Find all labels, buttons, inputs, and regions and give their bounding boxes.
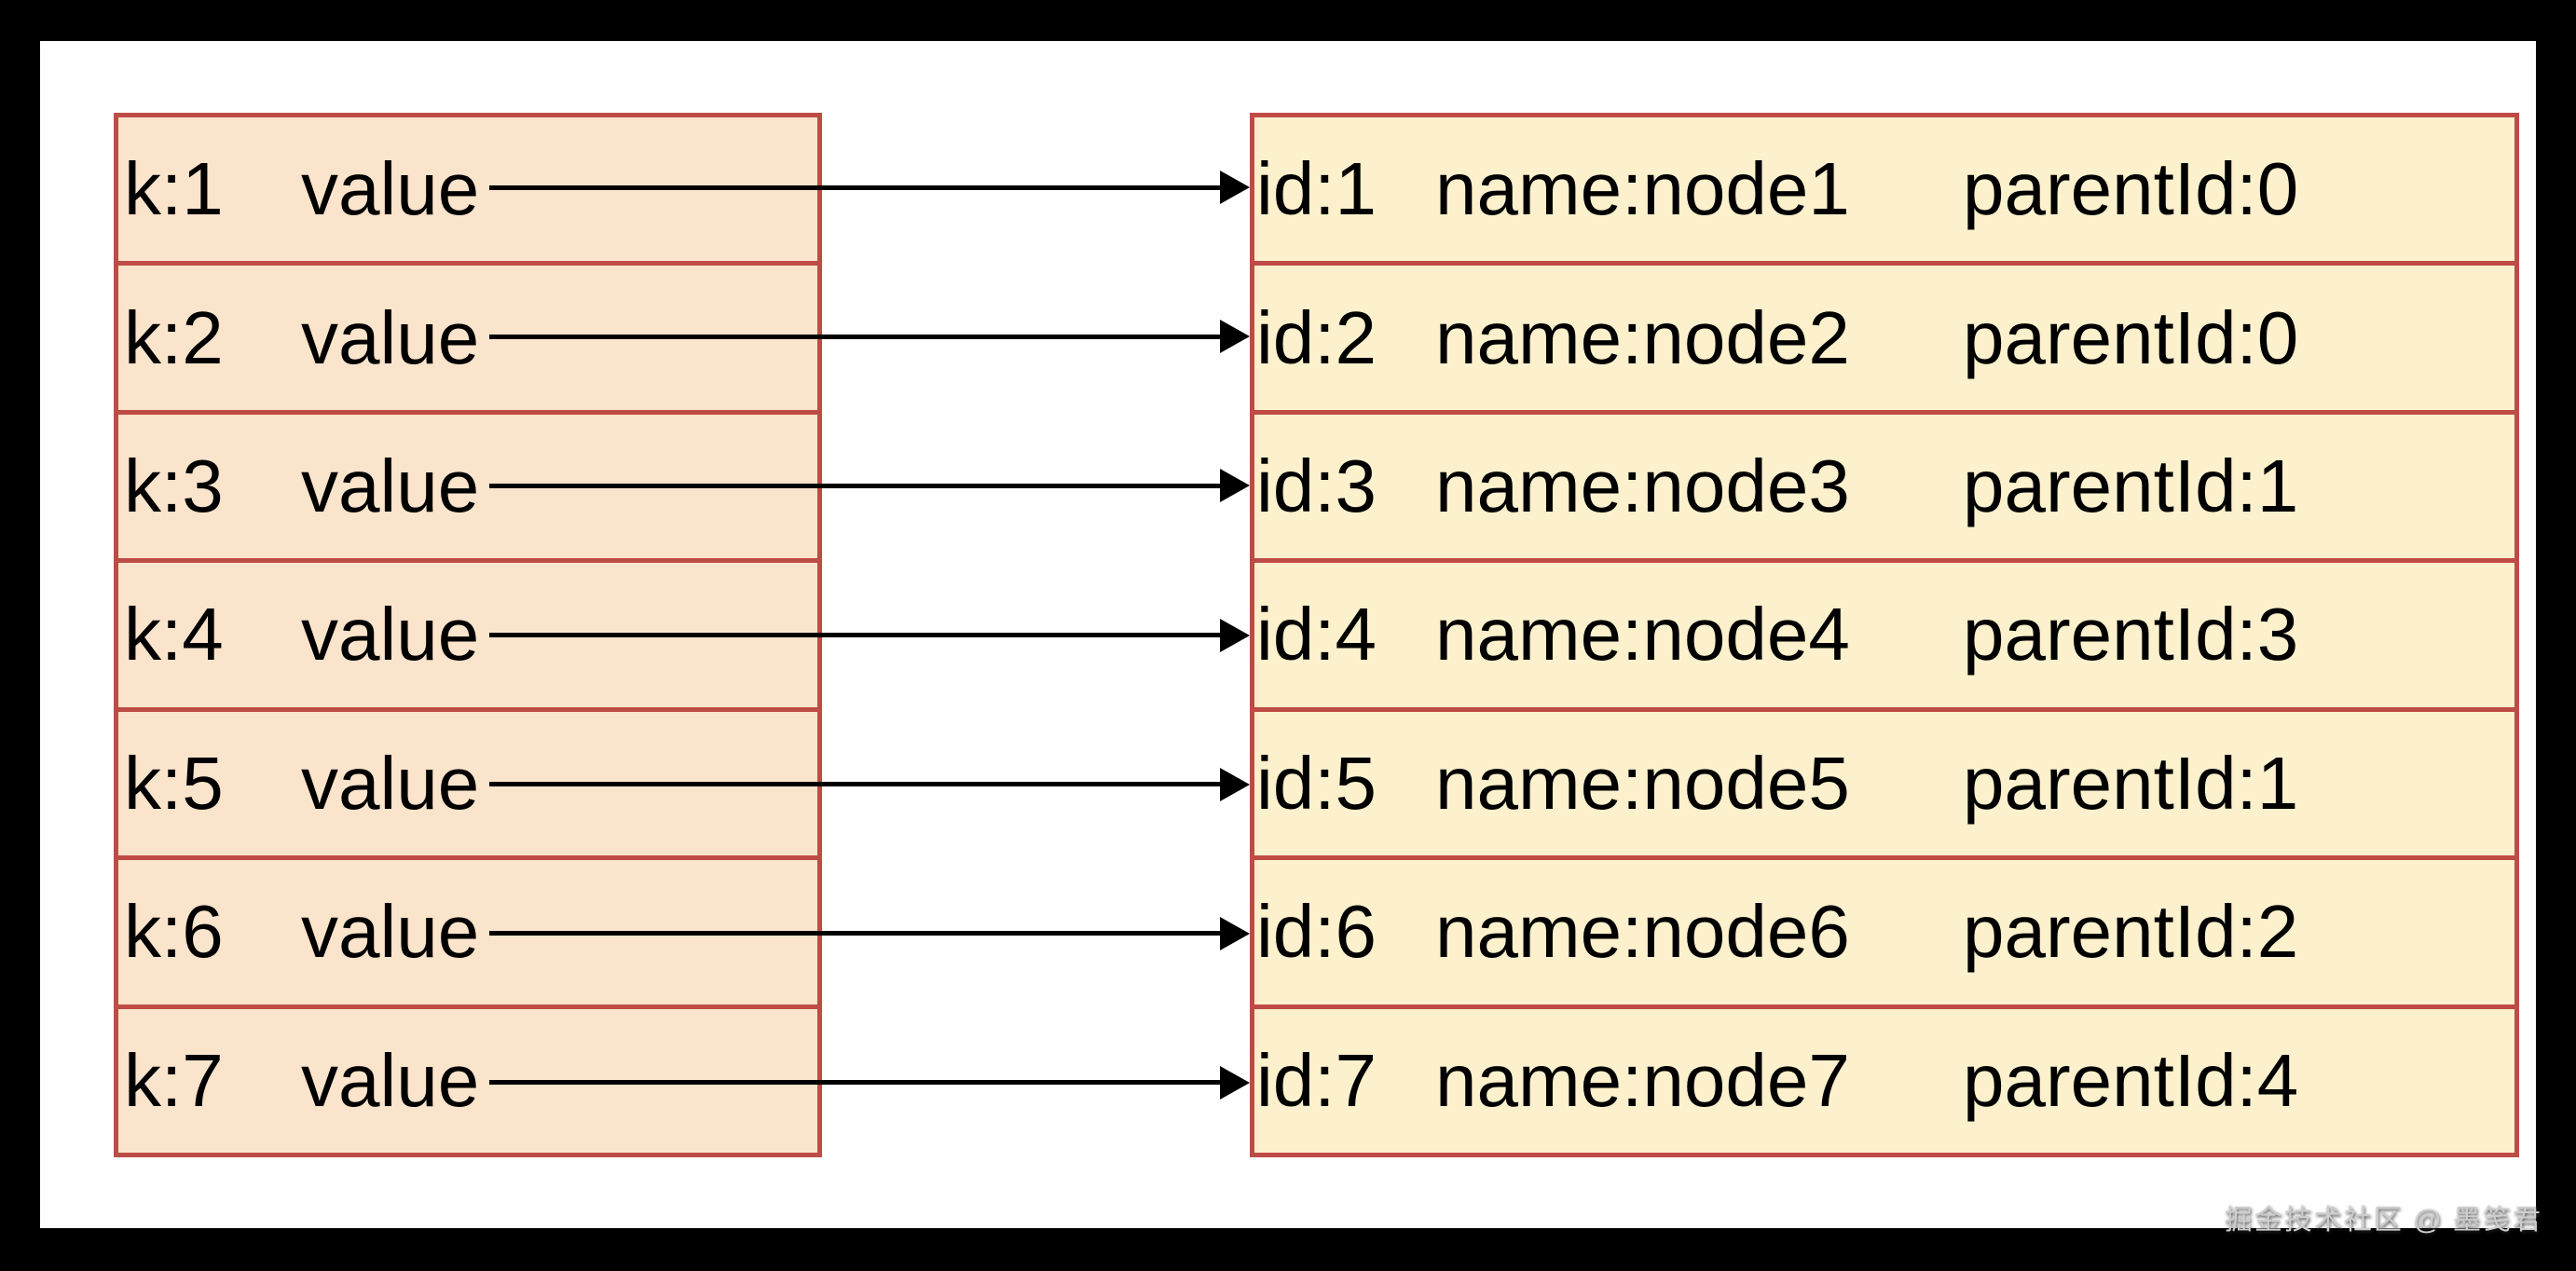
map-value-label: value bbox=[301, 741, 480, 825]
node-row: id:5 name:node5 parentId:1 bbox=[1254, 712, 2514, 861]
map-entry-row: k:1 value bbox=[118, 117, 817, 266]
node-parent-id-label: parentId:0 bbox=[1963, 295, 2299, 379]
map-value-label: value bbox=[301, 295, 480, 379]
node-id-label: id:5 bbox=[1256, 741, 1377, 825]
map-entry-row: k:3 value bbox=[118, 415, 817, 564]
node-name-label: name:node6 bbox=[1435, 890, 1850, 974]
node-name-label: name:node2 bbox=[1435, 295, 1850, 379]
node-parent-id-label: parentId:3 bbox=[1963, 593, 2299, 676]
map-to-node-arrow bbox=[489, 931, 1220, 936]
map-entry-row: k:4 value bbox=[118, 563, 817, 712]
node-row: id:3 name:node3 parentId:1 bbox=[1254, 415, 2514, 564]
node-row: id:6 name:node6 parentId:2 bbox=[1254, 860, 2514, 1009]
map-to-node-arrow bbox=[489, 1080, 1220, 1086]
node-parent-id-label: parentId:1 bbox=[1963, 444, 2299, 528]
node-list-table: id:1 name:node1 parentId:0 id:2 name:nod… bbox=[1250, 113, 2519, 1157]
map-entry-row: k:7 value bbox=[118, 1009, 817, 1153]
node-id-label: id:4 bbox=[1256, 593, 1377, 676]
node-parent-id-label: parentId:4 bbox=[1963, 1038, 2299, 1122]
map-key-label: k:2 bbox=[124, 295, 224, 379]
node-name-label: name:node3 bbox=[1435, 444, 1850, 528]
node-id-label: id:2 bbox=[1256, 295, 1377, 379]
map-to-node-arrow bbox=[489, 184, 1220, 190]
map-value-label: value bbox=[301, 147, 480, 231]
diagram-canvas: k:1 value k:2 value k:3 value k:4 value … bbox=[40, 41, 2536, 1228]
map-value-label: value bbox=[301, 593, 480, 676]
node-parent-id-label: parentId:0 bbox=[1963, 147, 2299, 231]
node-name-label: name:node5 bbox=[1435, 741, 1850, 825]
node-name-label: name:node1 bbox=[1435, 147, 1850, 231]
watermark: 掘金技术社区 @ 墨笺君 bbox=[2224, 1205, 2542, 1236]
map-key-label: k:1 bbox=[124, 147, 224, 231]
node-row: id:7 name:node7 parentId:4 bbox=[1254, 1009, 2514, 1153]
node-parent-id-label: parentId:2 bbox=[1963, 890, 2299, 974]
map-value-label: value bbox=[301, 1038, 480, 1122]
map-key-label: k:3 bbox=[124, 444, 224, 528]
node-id-label: id:7 bbox=[1256, 1038, 1377, 1122]
node-row: id:2 name:node2 parentId:0 bbox=[1254, 266, 2514, 415]
node-id-label: id:3 bbox=[1256, 444, 1377, 528]
map-to-node-arrow bbox=[489, 334, 1220, 339]
node-parent-id-label: parentId:1 bbox=[1963, 741, 2299, 825]
node-name-label: name:node7 bbox=[1435, 1038, 1850, 1122]
map-key-label: k:4 bbox=[124, 593, 224, 676]
map-key-label: k:6 bbox=[124, 890, 224, 974]
map-entry-row: k:5 value bbox=[118, 712, 817, 861]
map-key-label: k:5 bbox=[124, 741, 224, 825]
node-id-label: id:1 bbox=[1256, 147, 1377, 231]
map-entry-row: k:2 value bbox=[118, 266, 817, 415]
map-value-label: value bbox=[301, 890, 480, 974]
map-entry-row: k:6 value bbox=[118, 860, 817, 1009]
node-row: id:1 name:node1 parentId:0 bbox=[1254, 117, 2514, 266]
node-name-label: name:node4 bbox=[1435, 593, 1850, 676]
map-key-label: k:7 bbox=[124, 1038, 224, 1122]
node-row: id:4 name:node4 parentId:3 bbox=[1254, 563, 2514, 712]
map-to-node-arrow bbox=[489, 633, 1220, 637]
map-to-node-arrow bbox=[489, 782, 1220, 787]
node-id-label: id:6 bbox=[1256, 890, 1377, 974]
map-value-label: value bbox=[301, 444, 480, 528]
map-to-node-arrow bbox=[489, 483, 1220, 488]
